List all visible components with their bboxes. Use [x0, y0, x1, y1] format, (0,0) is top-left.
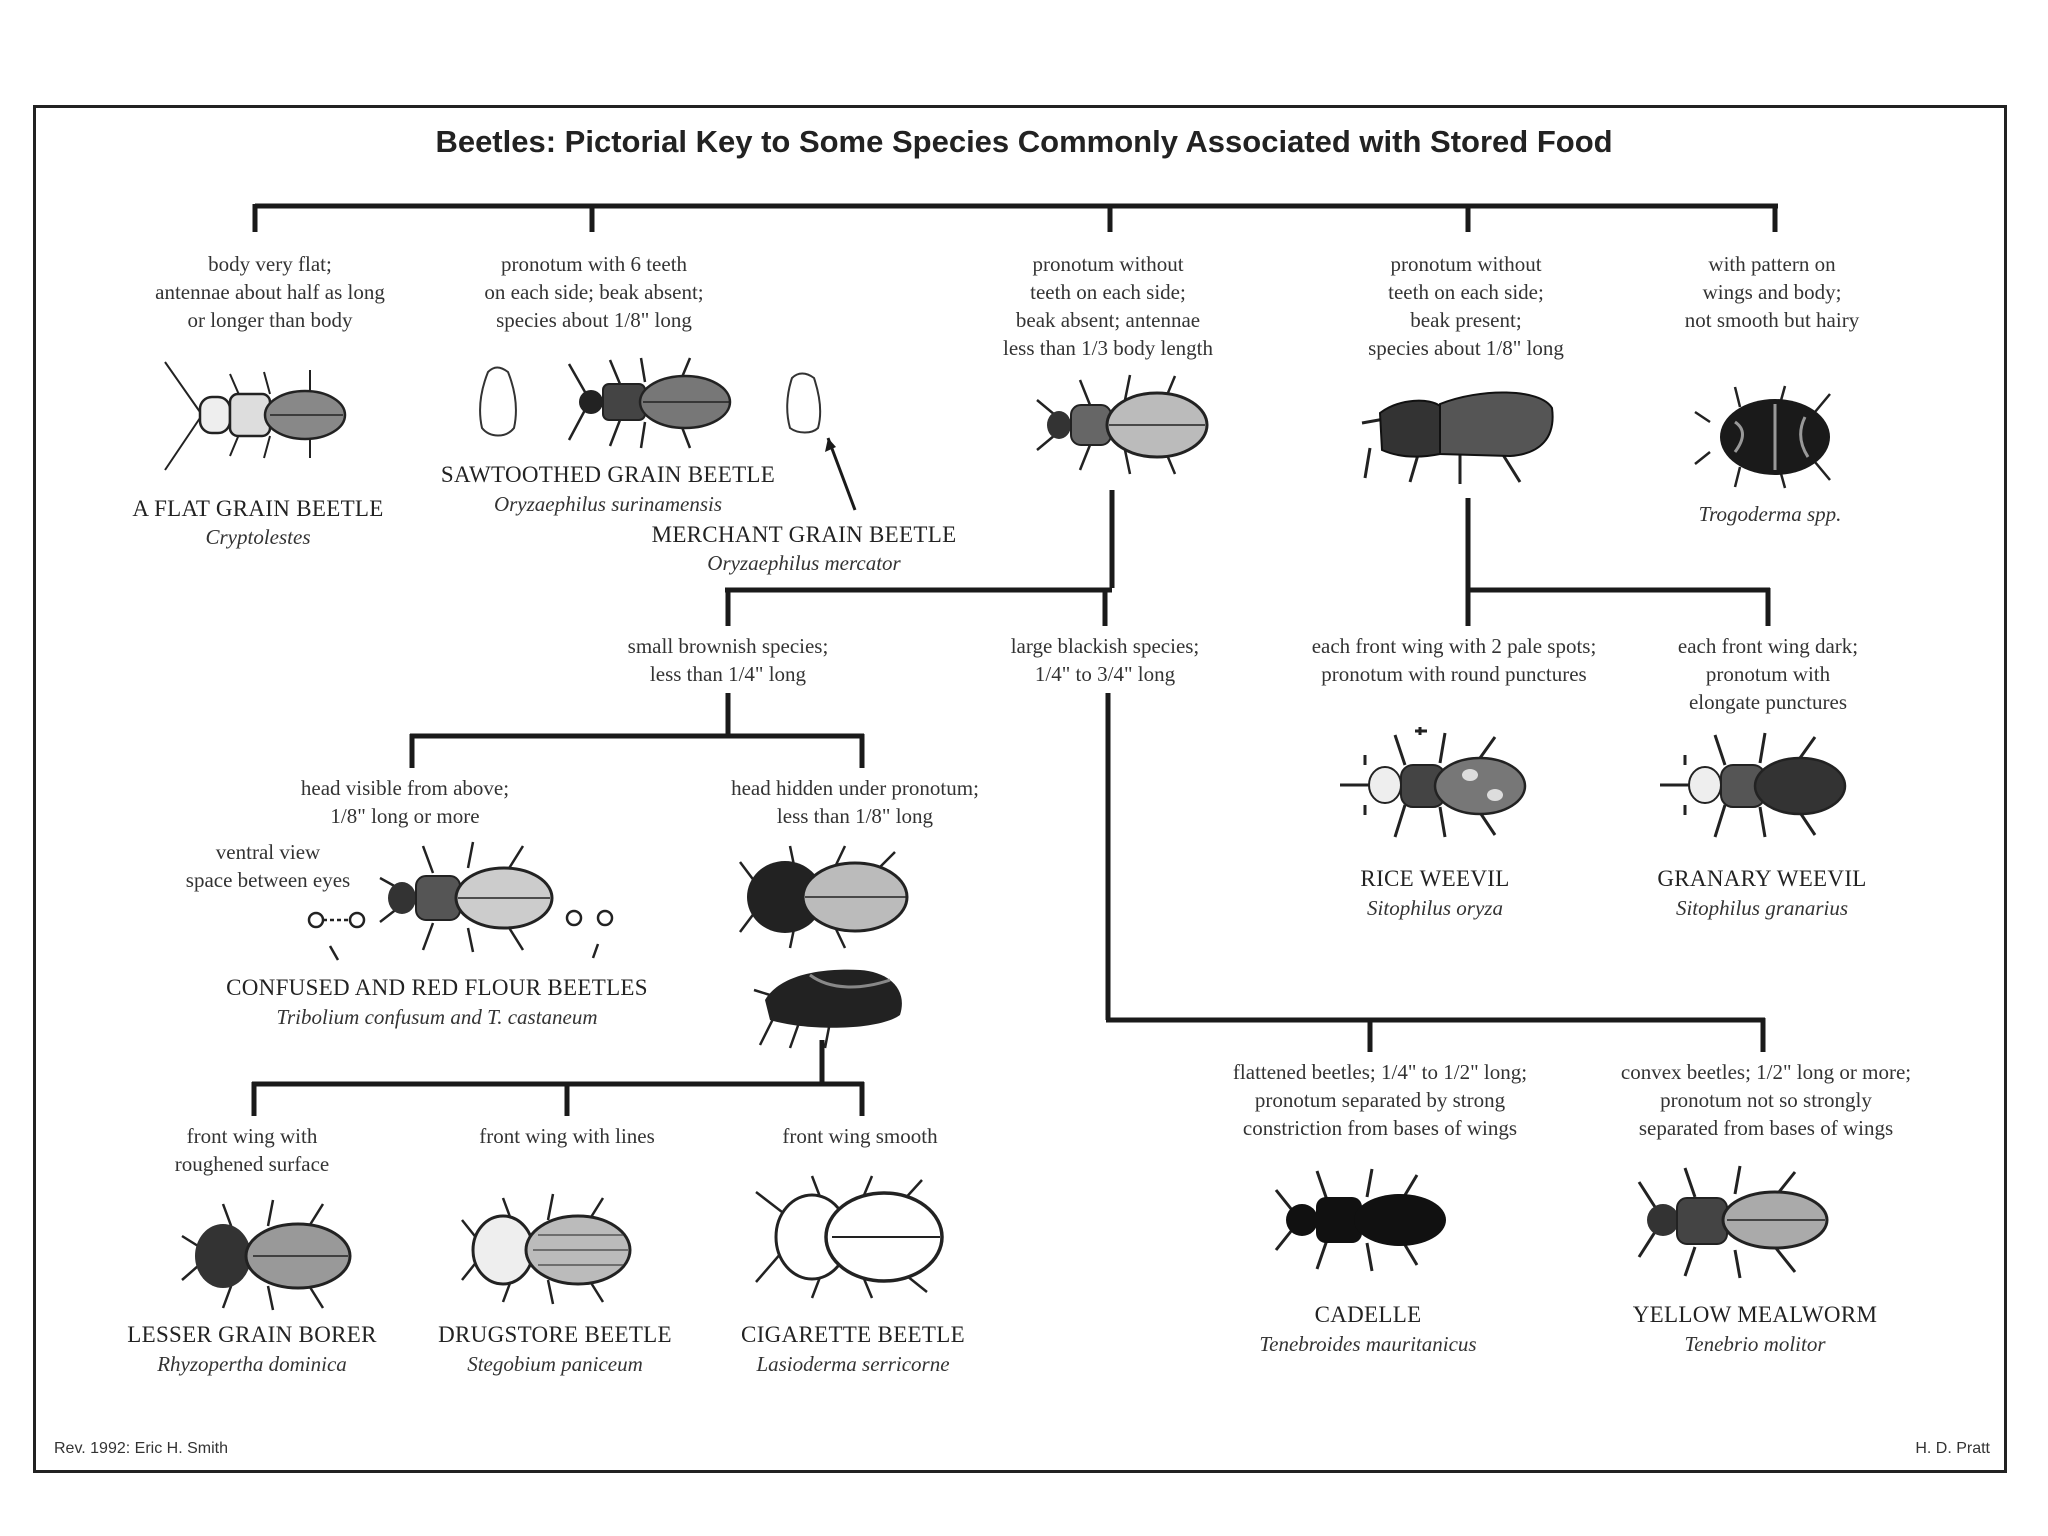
sawtoothed-grain-beetle-drawing: [565, 352, 735, 452]
criterion-small-brownish: small brownish species;less than 1/4" lo…: [628, 632, 829, 688]
label-lesser-grain-borer: LESSER GRAIN BORER: [127, 1322, 376, 1348]
label-flour-beetles: CONFUSED AND RED FLOUR BEETLES: [226, 975, 648, 1001]
weevil-group-drawing: [1360, 378, 1560, 488]
head-hidden-beetle-lateral-drawing: [750, 960, 910, 1050]
sci-rice-weevil: Sitophilus oryza: [1367, 896, 1503, 921]
label-granary-weevil: GRANARY WEEVIL: [1657, 866, 1866, 892]
criterion-body-flat: body very flat;antennae about half as lo…: [155, 250, 385, 334]
criterion-head-visible: head visible from above;1/8" long or mor…: [301, 774, 509, 830]
sci-cadelle: Tenebroides mauritanicus: [1259, 1332, 1476, 1357]
criterion-convex: convex beetles; 1/2" long or more;pronot…: [1621, 1058, 1911, 1142]
criterion-lines: front wing with lines: [479, 1122, 655, 1150]
criterion-large-blackish: large blackish species;1/4" to 3/4" long: [1011, 632, 1200, 688]
yellow-mealworm-drawing: [1635, 1162, 1835, 1282]
label-merchant-grain-beetle: MERCHANT GRAIN BEETLE: [652, 522, 957, 548]
sci-drugstore-beetle: Stegobium paniceum: [467, 1352, 643, 1377]
sci-merchant-grain-beetle: Oryzaephilus mercator: [707, 551, 900, 576]
flour-beetle-group-drawing: [1035, 370, 1215, 480]
head-hidden-beetle-dorsal-drawing: [735, 842, 915, 952]
granary-weevil-drawing: [1655, 725, 1855, 845]
criterion-pale-spots: each front wing with 2 pale spots;pronot…: [1312, 632, 1597, 688]
cadelle-drawing: [1272, 1165, 1452, 1275]
label-yellow-mealworm: YELLOW MEALWORM: [1633, 1302, 1877, 1328]
author-credit: H. D. Pratt: [1915, 1440, 1990, 1458]
cigarette-beetle-drawing: [752, 1172, 952, 1302]
criterion-head-hidden: head hidden under pronotum;less than 1/8…: [731, 774, 979, 830]
label-cigarette-beetle: CIGARETTE BEETLE: [741, 1322, 965, 1348]
rice-weevil-drawing: [1335, 725, 1535, 845]
sci-lesser-grain-borer: Rhyzopertha dominica: [157, 1352, 347, 1377]
lesser-grain-borer-drawing: [178, 1196, 358, 1316]
sci-trogoderma: Trogoderma spp.: [1699, 502, 1842, 527]
label-flat-grain-beetle: A FLAT GRAIN BEETLE: [132, 496, 383, 522]
criterion-flattened: flattened beetles; 1/4" to 1/2" long;pro…: [1233, 1058, 1527, 1142]
revision-credit: Rev. 1992: Eric H. Smith: [54, 1440, 228, 1458]
drugstore-beetle-drawing: [458, 1190, 638, 1310]
label-drugstore-beetle: DRUGSTORE BEETLE: [438, 1322, 672, 1348]
sci-granary-weevil: Sitophilus granarius: [1676, 896, 1848, 921]
sci-flat-grain-beetle: Cryptolestes: [206, 525, 311, 550]
sci-cigarette-beetle: Lasioderma serricorne: [756, 1352, 949, 1377]
confused-red-flour-beetle-drawing: [378, 838, 558, 958]
label-sawtoothed-grain-beetle: SAWTOOTHED GRAIN BEETLE: [441, 462, 775, 488]
trogoderma-drawing: [1690, 382, 1850, 492]
sci-yellow-mealworm: Tenebrio molitor: [1685, 1332, 1826, 1357]
criterion-smooth: front wing smooth: [782, 1122, 937, 1150]
sci-sawtoothed-grain-beetle: Oryzaephilus surinamensis: [494, 492, 722, 517]
sci-flour-beetles: Tribolium confusum and T. castaneum: [276, 1005, 597, 1030]
label-cadelle: CADELLE: [1315, 1302, 1422, 1328]
flat-grain-beetle-drawing: [160, 352, 360, 477]
label-rice-weevil: RICE WEEVIL: [1360, 866, 1509, 892]
